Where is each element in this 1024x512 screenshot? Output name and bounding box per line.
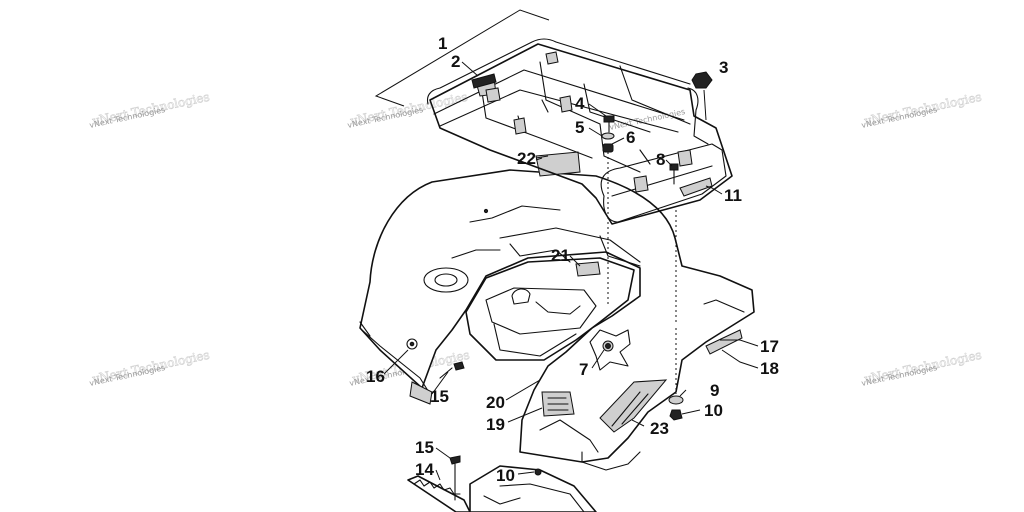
watermark: vNext Technologies vNext Technologies — [861, 89, 983, 130]
watermark: vNext Technologies vNext Technologies — [347, 89, 469, 130]
callout-11: 11 — [724, 186, 742, 205]
callout-17: 17 — [760, 337, 779, 356]
callout-21: 21 — [551, 246, 570, 265]
callout-23: 23 — [650, 419, 669, 438]
rear-fender — [359, 169, 755, 471]
callout-3: 3 — [719, 58, 728, 77]
callout-10b: 10 — [496, 466, 515, 485]
callout-19: 19 — [486, 415, 505, 434]
callout-20: 20 — [486, 393, 505, 412]
watermark: vNext Technologies vNext Technologies — [89, 89, 211, 130]
callout-1: 1 — [438, 34, 447, 53]
callout-9: 9 — [710, 381, 719, 400]
callout-15b: 15 — [415, 438, 434, 457]
leader-lines — [383, 61, 759, 481]
callout-16: 16 — [366, 367, 385, 386]
callout-4: 4 — [575, 94, 585, 113]
callout-18: 18 — [760, 359, 779, 378]
callout-5: 5 — [575, 118, 584, 137]
watermark: vNext Technologies — [609, 107, 686, 132]
callout-14: 14 — [415, 460, 434, 479]
watermark: vNext Technologies vNext Technologies — [89, 347, 211, 388]
callout-labels: 1 2 3 4 5 6 8 22 11 21 17 18 7 16 15 20 … — [366, 34, 779, 485]
callout-15: 15 — [430, 387, 449, 406]
callout-10: 10 — [704, 401, 723, 420]
callout-8: 8 — [656, 150, 665, 169]
assembly-bracket — [374, 9, 550, 107]
callout-22: 22 — [517, 149, 536, 168]
callout-7: 7 — [579, 360, 588, 379]
decal-22 — [535, 151, 581, 177]
callout-6: 6 — [626, 128, 635, 147]
callout-2: 2 — [451, 52, 460, 71]
watermark: vNext Technologies vNext Technologies — [861, 347, 983, 388]
footrest — [407, 455, 597, 512]
rear-rack — [426, 38, 733, 225]
svg-text:vNext Technologies: vNext Technologies — [609, 107, 686, 132]
